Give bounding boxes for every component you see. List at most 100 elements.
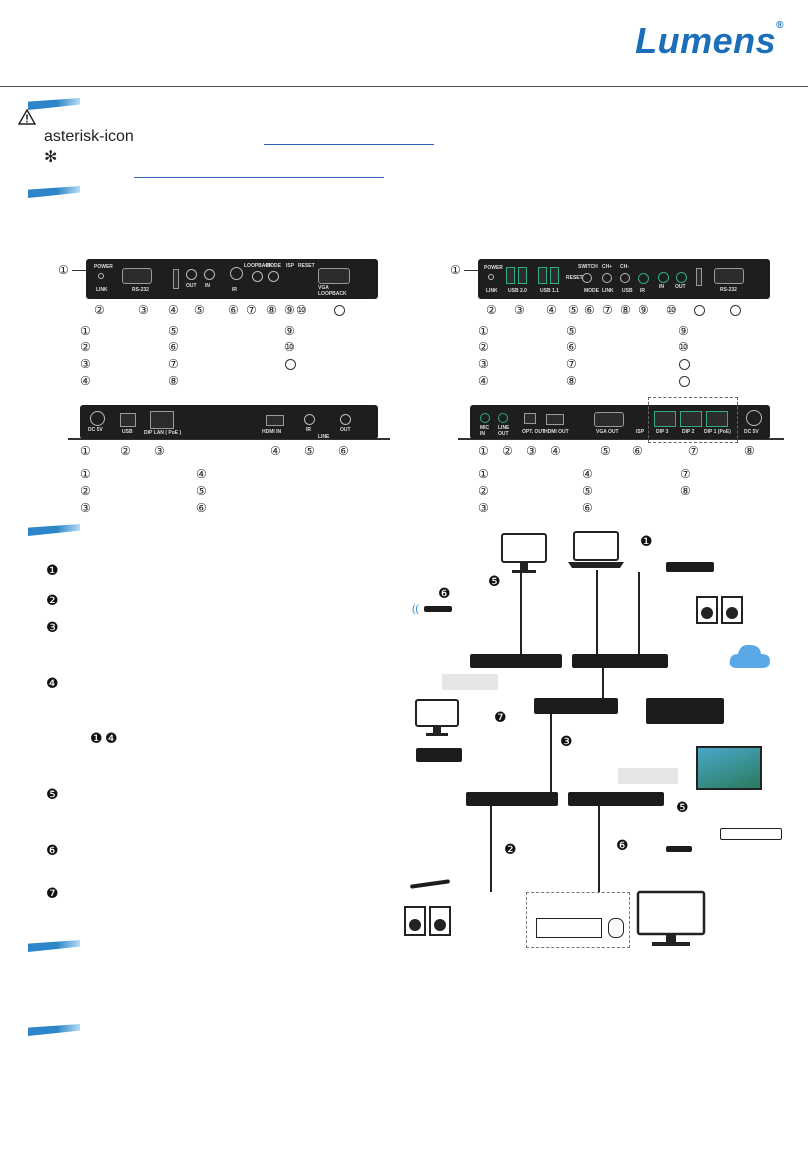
callout: ⑦ <box>246 303 257 317</box>
step-5-marker: ❺ <box>46 787 59 803</box>
callout: ① <box>450 263 461 277</box>
vga-out-label: VGA OUT <box>596 429 619 435</box>
tx-front-panel: POWER LINK RS-232 OUT IN IR LOOPBACK MOD… <box>86 259 378 299</box>
in-label: IR <box>306 427 311 433</box>
warning-triangle-icon <box>18 109 36 125</box>
tx-front-legend: ① ② ③ ④ ⑤ ⑥ ⑦ ⑧ ⑨ ⑩ <box>80 325 400 389</box>
link-label: LINK <box>486 288 498 294</box>
ch-plus-label: CH+ <box>602 264 613 270</box>
tx-rear-legend: ① ② ③ ④ ⑤ ⑥ <box>80 468 380 516</box>
registered-mark: ® <box>776 20 784 31</box>
hdmi-port-icon <box>266 415 284 426</box>
line-out-jack-icon <box>498 413 508 423</box>
legend-number: ⑨ <box>284 324 295 338</box>
step-4-marker: ❹ <box>46 676 59 692</box>
callout: ⑦ <box>602 303 613 317</box>
ir-out-port-icon <box>186 269 197 280</box>
diagram-marker-1: ❶ <box>640 534 653 550</box>
rs232-label: RS-232 <box>132 287 149 293</box>
network-switch-icon <box>534 698 618 714</box>
ir-in-port-icon <box>658 272 669 283</box>
legend-number: ② <box>80 484 91 498</box>
header-divider <box>0 86 808 87</box>
cable <box>520 572 522 654</box>
legend-number: ⑤ <box>582 484 593 498</box>
ir-receiver-icon <box>638 273 649 284</box>
usb-port-icon <box>538 267 547 284</box>
out-label: OUT <box>186 283 197 289</box>
callout: ⑥ <box>338 444 349 458</box>
diagram-marker-2: ❷ <box>504 842 517 858</box>
rs232-port-icon <box>122 268 152 284</box>
callout: ⑧ <box>620 303 631 317</box>
legend-number: ⑥ <box>168 340 179 354</box>
leader-line <box>464 270 478 271</box>
ir-switch-icon <box>173 269 179 289</box>
optical-out-port-icon <box>524 413 536 424</box>
mouse-icon <box>608 918 624 938</box>
loopback-label: LOOPBACK <box>244 263 273 269</box>
legend-number: ⑩ <box>678 340 689 354</box>
diagram-marker-3: ❸ <box>560 734 573 750</box>
callout: ② <box>94 303 105 317</box>
lan-port-icon <box>654 411 676 427</box>
serial-device-icon <box>720 828 782 840</box>
legend-circle <box>679 359 690 370</box>
tx-device-icon <box>470 654 562 668</box>
legend-number: ③ <box>478 501 489 515</box>
power-led-icon <box>98 273 104 279</box>
isp-label: ISP <box>636 429 645 435</box>
callout: ② <box>486 303 497 317</box>
ir-emitter-icon <box>666 846 692 852</box>
router-icon <box>646 698 724 724</box>
legend-number: ① <box>80 324 91 338</box>
vga-loopback-label: VGA LOOPBACK <box>318 285 347 297</box>
legend-number: ⑦ <box>566 357 577 371</box>
legend-number: ⑤ <box>196 484 207 498</box>
in-label: IN <box>659 284 664 290</box>
usb-port-icon <box>120 413 136 427</box>
brand-logo: Lumens® <box>635 20 784 62</box>
legend-number: ④ <box>582 467 593 481</box>
mode-button-icon <box>582 273 592 283</box>
step-1-marker: ❶ <box>46 563 59 579</box>
diagram-marker-5: ❺ <box>488 574 501 590</box>
cable <box>602 668 604 698</box>
tx-rear-panel: DC 5V USB DIP LAN ( PoE ) HDMI IN IR LIN… <box>80 405 378 440</box>
callout: ⑧ <box>744 444 755 458</box>
tx-device-icon <box>572 654 668 668</box>
callout: ⑤ <box>568 303 579 317</box>
callout: ④ <box>270 444 281 458</box>
ir-label: IR <box>640 288 645 294</box>
ir-emitter-icon <box>424 606 452 612</box>
vga-port-icon <box>594 412 624 427</box>
ir-in-port-icon <box>204 269 215 280</box>
legend-number: ⑥ <box>196 501 207 515</box>
out-label: OUT <box>340 427 351 433</box>
diagram-marker-6: ❻ <box>438 586 451 602</box>
asterisk-icon: asterisk-icon <box>44 128 134 145</box>
ir-out-port-icon <box>676 272 687 283</box>
callout: ③ <box>526 444 537 458</box>
callout: ④ <box>550 444 561 458</box>
rx-front-callouts: ② ③ ④ ⑤ ⑥ ⑦ ⑧ ⑨ ⑩ <box>484 304 784 318</box>
dip2-label: DIP 2 <box>682 429 695 435</box>
line-out-label: LINE OUT <box>498 425 510 437</box>
rs232-port-icon <box>714 268 744 284</box>
rx-rear-legend: ① ② ③ ④ ⑤ ⑥ ⑦ ⑧ <box>478 468 778 516</box>
brand-name: Lumens <box>635 20 777 61</box>
hyperlink-underline[interactable] <box>264 144 434 145</box>
callout: ⑧ <box>266 303 277 317</box>
cable <box>550 714 552 792</box>
legend-number: ⑩ <box>284 340 295 354</box>
hyperlink-underline[interactable] <box>134 177 384 178</box>
cloud-icon <box>729 644 770 668</box>
legend-number: ⑤ <box>566 324 577 338</box>
power-label: POWER <box>484 265 503 271</box>
callout: ① <box>478 444 489 458</box>
callout: ① <box>80 444 91 458</box>
microphone-icon <box>409 879 451 889</box>
step-3-marker: ❸ <box>46 620 59 636</box>
rx-device-icon <box>466 792 558 806</box>
leader-line <box>72 270 86 271</box>
